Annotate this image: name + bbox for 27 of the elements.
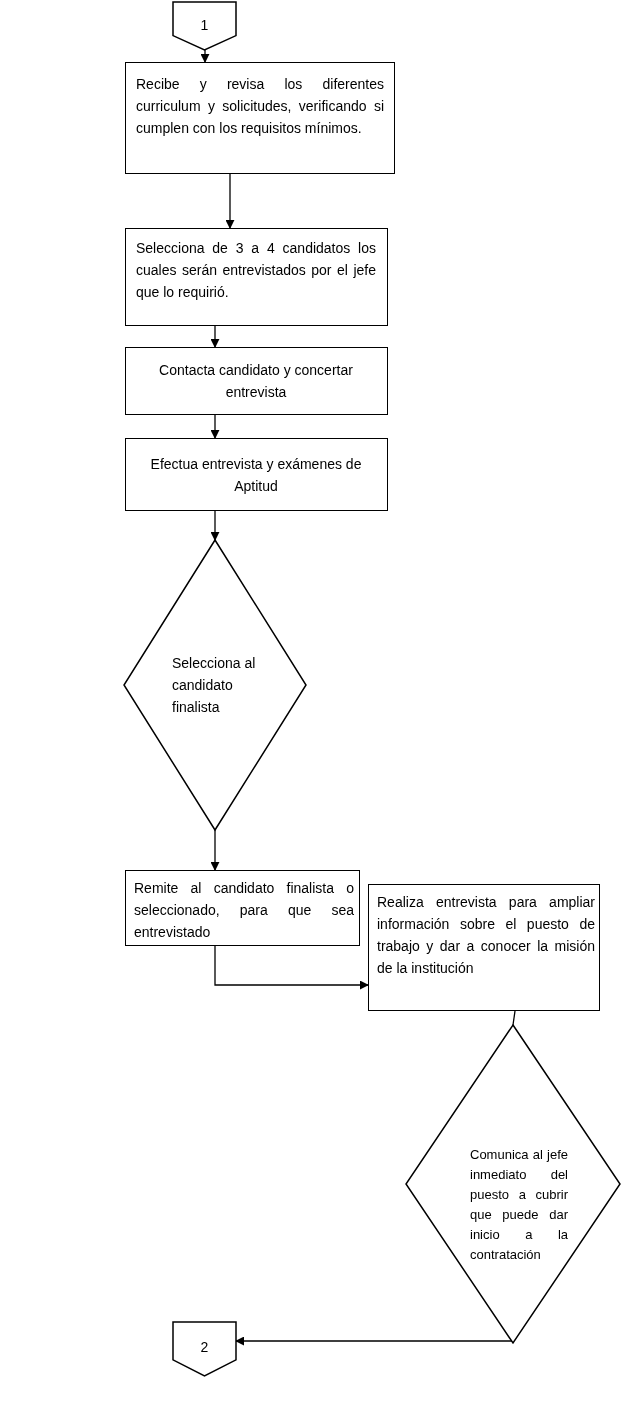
off-page-connector <box>173 1322 236 1376</box>
arrow <box>210 414 220 439</box>
process-box <box>125 62 395 174</box>
process-box <box>125 228 388 326</box>
step-text: Selecciona al candidato finalista <box>172 654 257 717</box>
step-text: Comunica al jefe inmediato del puesto a cubrir que puede dar inicio a la contratación <box>470 1146 568 1264</box>
arrow <box>210 510 220 541</box>
step-text: Contacta candidato y concertar entrevista <box>158 361 354 402</box>
decision-diamond <box>124 540 306 830</box>
process-box <box>368 884 600 1011</box>
step-text: Realiza entrevista para ampliar información sobre el puesto de trabajo y dar a conocer la misión de la institución <box>377 893 595 978</box>
step-text: Efectua entrevista y exámenes de Aptitud <box>149 455 363 496</box>
step-text: Selecciona de 3 a 4 candidatos los cuales serán entrevistados por el jefe que lo requirió. <box>136 239 376 302</box>
off-page-connector <box>173 2 236 50</box>
step-text: 2 <box>199 1338 210 1357</box>
step-text: Remite al candidato finalista o seleccionado, para que sea entrevistado <box>134 879 354 942</box>
process-box <box>125 870 360 946</box>
arrow <box>214 945 369 990</box>
process-box <box>125 438 388 511</box>
decision-diamond <box>406 1025 620 1343</box>
arrow <box>200 49 210 63</box>
step-text: 1 <box>199 16 210 35</box>
process-box <box>125 347 388 415</box>
arrow <box>225 173 235 229</box>
step-text: Recibe y revisa los diferentes curriculum y solicitudes, verificando si cumplen con los requisitos mínimos. <box>136 75 384 138</box>
arrow <box>210 325 220 348</box>
arrow <box>210 829 220 871</box>
